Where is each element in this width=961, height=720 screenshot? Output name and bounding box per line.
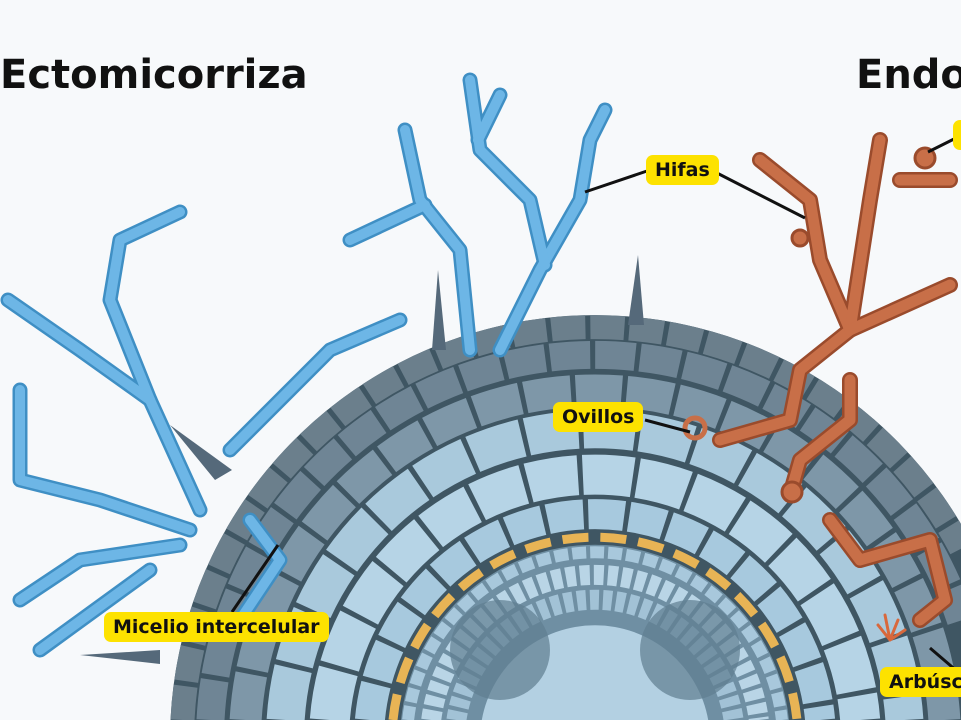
vesicle — [780, 480, 804, 504]
coil — [682, 415, 708, 441]
label-arbuscules: Arbúsc — [880, 667, 961, 697]
label-intercellular-mycelium: Micelio intercelular — [104, 612, 329, 642]
outer-cortex-layer — [196, 340, 961, 720]
arbuscule — [876, 613, 907, 642]
ectomycorrhiza-title: Ectomicorriza — [0, 52, 308, 98]
ectomycorrhiza-hyphae — [0, 72, 613, 658]
label-vesicles-partial — [953, 120, 961, 150]
phloem-patch — [640, 600, 740, 700]
endomycorrhiza-hyphae — [682, 132, 958, 642]
root-hairs — [80, 255, 644, 664]
cortex-layer — [229, 374, 961, 720]
inner-cortex-layer — [309, 454, 881, 720]
stele-cells — [402, 546, 788, 720]
root-cross-section — [170, 315, 961, 720]
inner-cortex-layer — [354, 499, 836, 720]
vesicle — [790, 228, 810, 248]
endomycorrhiza-title: Endo — [856, 52, 961, 98]
vesicle — [913, 146, 937, 170]
label-hyphae: Hifas — [646, 155, 719, 185]
label-coils: Ovillos — [553, 402, 644, 432]
phloem-patch — [450, 600, 550, 700]
endodermis-ring — [388, 532, 802, 720]
leader-lines — [230, 135, 959, 674]
